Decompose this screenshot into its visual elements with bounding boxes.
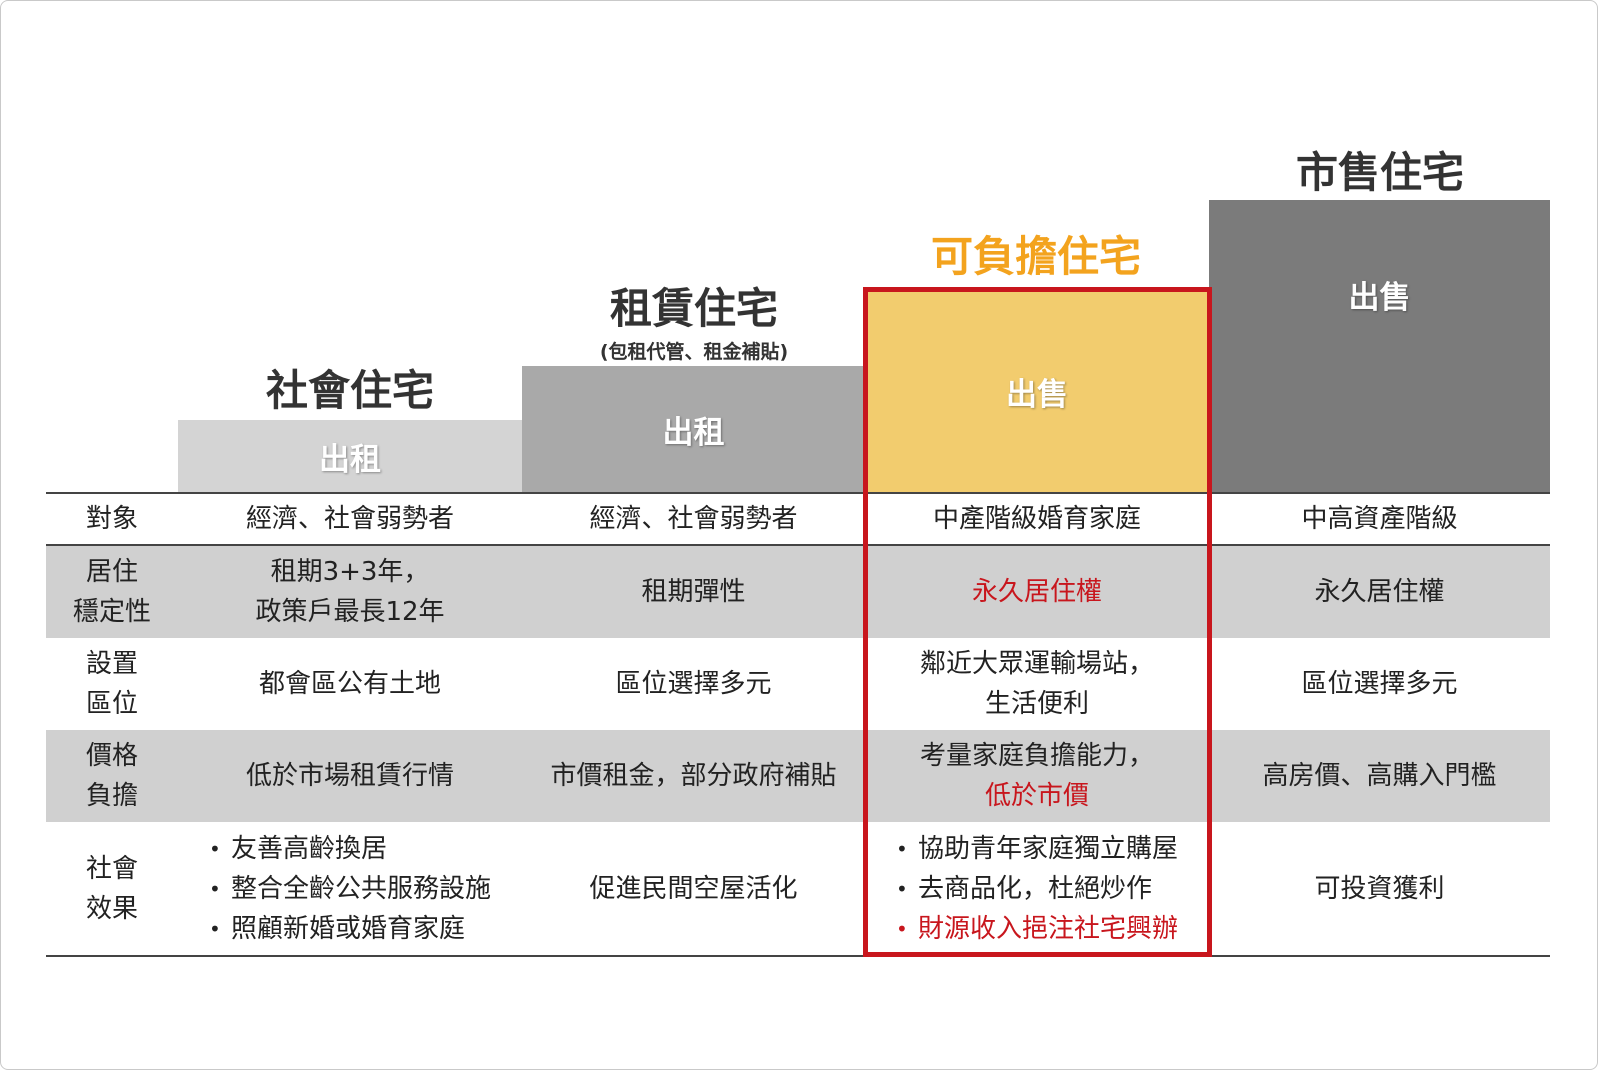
market-housing-title: 市售住宅: [1295, 148, 1464, 197]
cell-text: 區位選擇多元: [1301, 669, 1458, 699]
cell-text: 租期3+3年，: [270, 557, 430, 587]
table-top-line: [46, 492, 1550, 494]
market-housing-block: 出售: [1209, 200, 1550, 492]
rental-housing-mode: 出租: [662, 414, 725, 451]
cell-text: 永久居住權: [1314, 577, 1445, 607]
cell-effect-affordable: 協助青年家庭獨立購屋 去商品化，杜絕炒作 財源收入挹注社宅興辦: [865, 822, 1209, 955]
cell-text: 政策戶最長12年: [255, 597, 445, 627]
cell-stability-affordable: 永久居住權: [865, 546, 1209, 638]
cell-effect-market: 可投資獲利: [1209, 822, 1550, 955]
row-label-location: 設置 區位: [46, 638, 178, 730]
rental-housing-subtitle: (包租代管、租金補貼): [599, 341, 789, 363]
affordable-housing-title: 可負擔住宅: [930, 232, 1141, 281]
cell-text: 經濟、社會弱勢者: [245, 504, 454, 534]
label-text: 價格: [85, 741, 138, 771]
row-bg-stability: [46, 545, 1550, 638]
list-item: 去商品化，杜絕炒作: [896, 869, 1178, 909]
cell-price-rental: 市價租金，部分政府補貼: [522, 730, 865, 822]
effect-list-social: 友善高齡換居 整合全齡公共服務設施 照顧新婚或婚育家庭: [209, 829, 491, 949]
affordable-housing-block: 出售: [865, 290, 1209, 492]
cell-text: 租期彈性: [641, 577, 746, 607]
label-text: 區位: [85, 689, 138, 719]
label-text: 負擔: [85, 781, 138, 811]
cell-text: 中高資產階級: [1301, 504, 1458, 534]
row-label-effect: 社會 效果: [46, 822, 178, 955]
list-item-highlight: 財源收入挹注社宅興辦: [896, 909, 1178, 949]
cell-text: 鄰近大眾運輸場站，: [919, 649, 1154, 679]
cell-location-affordable: 鄰近大眾運輸場站， 生活便利: [865, 638, 1209, 730]
label-text: 居住: [85, 557, 138, 587]
cell-text: 生活便利: [984, 689, 1089, 719]
label-text: 設置: [85, 649, 138, 679]
cell-target-market: 中高資產階級: [1209, 494, 1550, 544]
cell-target-affordable: 中產階級婚育家庭: [865, 494, 1209, 544]
list-item: 協助青年家庭獨立購屋: [896, 829, 1178, 869]
cell-location-market: 區位選擇多元: [1209, 638, 1550, 730]
cell-effect-social: 友善高齡換居 整合全齡公共服務設施 照顧新婚或婚育家庭: [178, 822, 522, 955]
row-bg-price: [46, 730, 1550, 822]
cell-text: 永久居住權: [971, 577, 1102, 607]
cell-effect-rental: 促進民間空屋活化: [522, 822, 865, 955]
cell-text: 中產階級婚育家庭: [932, 504, 1141, 534]
label-text: 對象: [85, 504, 138, 534]
label-text: 社會: [85, 853, 138, 884]
table-bottom-line: [46, 955, 1550, 957]
cell-text: 經濟、社會弱勢者: [589, 504, 798, 534]
cell-target-rental: 經濟、社會弱勢者: [522, 494, 865, 544]
cell-target-social: 經濟、社會弱勢者: [178, 494, 522, 544]
cell-stability-social: 租期3+3年， 政策戶最長12年: [178, 546, 522, 638]
cell-text: 考量家庭負擔能力，: [919, 741, 1154, 771]
cell-text: 低於市場租賃行情: [245, 761, 454, 791]
social-housing-mode: 出租: [319, 441, 381, 478]
list-item: 友善高齡換居: [209, 829, 491, 869]
rental-housing-title: 租賃住宅: [609, 284, 778, 333]
cell-price-affordable: 考量家庭負擔能力， 低於市價: [865, 730, 1209, 822]
cell-text: 區位選擇多元: [615, 669, 772, 699]
table-line-after-target: [46, 544, 1550, 546]
social-housing-block: 出租: [178, 420, 522, 492]
cell-text: 都會區公有土地: [258, 669, 441, 699]
cell-stability-market: 永久居住權: [1209, 546, 1550, 638]
cell-location-rental: 區位選擇多元: [522, 638, 865, 730]
cell-price-market: 高房價、高購入門檻: [1209, 730, 1550, 822]
cell-text: 促進民間空屋活化: [589, 873, 798, 904]
cell-text-highlight: 低於市價: [984, 781, 1089, 811]
social-housing-title: 社會住宅: [265, 366, 434, 415]
label-text: 穩定性: [72, 597, 151, 627]
cell-text: 市價租金，部分政府補貼: [550, 761, 837, 791]
cell-text: 高房價、高購入門檻: [1262, 761, 1497, 791]
cell-text: 可投資獲利: [1314, 873, 1445, 904]
market-housing-mode: 出售: [1348, 279, 1411, 316]
effect-list-affordable: 協助青年家庭獨立購屋 去商品化，杜絕炒作 財源收入挹注社宅興辦: [896, 829, 1178, 949]
row-label-price: 價格 負擔: [46, 730, 178, 822]
row-label-target: 對象: [46, 494, 178, 544]
list-item: 整合全齡公共服務設施: [209, 869, 491, 909]
cell-price-social: 低於市場租賃行情: [178, 730, 522, 822]
cell-stability-rental: 租期彈性: [522, 546, 865, 638]
affordable-housing-mode: 出售: [1006, 376, 1068, 413]
row-label-stability: 居住 穩定性: [46, 546, 178, 638]
list-item: 照顧新婚或婚育家庭: [209, 909, 491, 949]
cell-location-social: 都會區公有土地: [178, 638, 522, 730]
label-text: 效果: [85, 893, 138, 924]
rental-housing-block: 出租: [522, 366, 865, 492]
